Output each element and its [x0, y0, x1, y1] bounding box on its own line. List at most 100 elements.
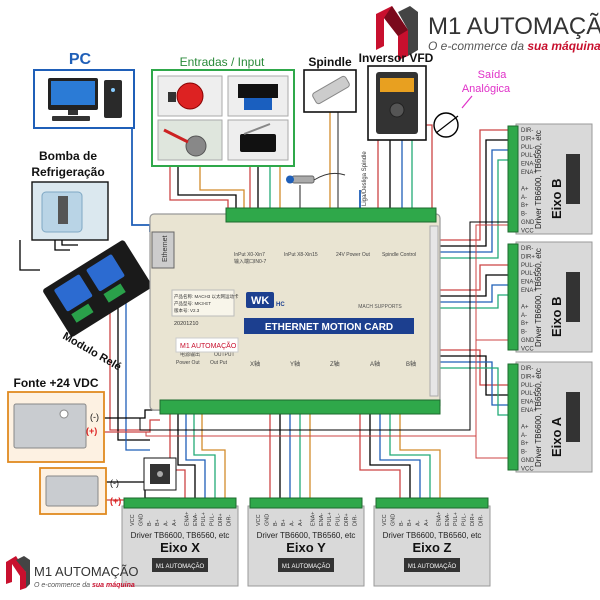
- driver-terminal-label: DIR+: [521, 136, 535, 142]
- driver-brand-plate: [404, 558, 460, 572]
- driver-model: Driver TB6600, TB6560, etc: [257, 531, 356, 540]
- driver-side-1: DIR-DIR+PUL-PUL+ENA-ENA+A+A-B+B-GNDVCCDr…: [507, 123, 593, 235]
- a-wire: [440, 367, 513, 416]
- driver-terminal-label: ENA-: [193, 513, 199, 526]
- driver-brand-plate: [152, 558, 208, 572]
- driver-body: [373, 505, 491, 587]
- gnd-rail: [139, 221, 513, 431]
- pump-motor-icon: [58, 196, 68, 224]
- info-line: 版本号: V2.3: [174, 307, 200, 314]
- optical-sensor-icon: [238, 84, 278, 98]
- psu-label: Fonte +24 VDC: [13, 376, 98, 390]
- driver-terminal-label: B+: [521, 441, 529, 447]
- driver-terminal-label: PUL+: [453, 512, 459, 526]
- limit-lever: [243, 123, 271, 135]
- psu-small-plus: (+): [110, 496, 121, 506]
- driver-terminal-strip: [249, 497, 363, 509]
- driver-brand-text: M1 AUTOMAÇÃO: [282, 563, 331, 570]
- driver-terminal-label: A+: [172, 519, 178, 526]
- driver-terminal-label: PUL-: [521, 145, 535, 151]
- driver-terminal-label: B+: [521, 321, 529, 327]
- info-line: 产品名称: MACH3 以太网运动卡: [174, 293, 239, 300]
- relay-block: [43, 240, 152, 337]
- a-wire: [440, 355, 513, 396]
- inductive-sensor-icon: [291, 175, 315, 184]
- pc-label: PC: [69, 51, 92, 68]
- x-wire: [169, 408, 186, 498]
- z-wire: [379, 408, 421, 498]
- driver-terminal-label: GND: [390, 514, 396, 526]
- axis-label: OUTPUT: [214, 352, 235, 358]
- brand-tagline: O e-commerce da sua máquina: [428, 39, 600, 53]
- input-wire: [169, 160, 229, 214]
- info-sticker: [171, 289, 235, 317]
- driver-brand-text: M1 AUTOMAÇÃO: [156, 563, 205, 570]
- vcc-rail: [475, 436, 513, 459]
- board-title: ETHERNET MOTION CARD: [265, 322, 393, 333]
- top-terminal-block: [225, 207, 437, 223]
- driver-axis-label: Eixo B: [549, 179, 564, 219]
- estop-icon: [176, 82, 204, 110]
- driver-terminal-strip: [507, 243, 519, 351]
- driver-axis-label: Eixo X: [160, 540, 200, 555]
- driver-terminal-label: DIR+: [470, 513, 476, 526]
- info-line: 产品型号: MK3-ET: [174, 300, 211, 307]
- driver-terminal-label: B-: [521, 212, 527, 218]
- driver-terminal-label: ENA+: [184, 511, 190, 526]
- vfd-label: Inversor VFD: [359, 51, 434, 65]
- driver-terminal-label: B+: [155, 519, 161, 526]
- analog-pointer: [461, 95, 473, 109]
- driver-terminal-label: B-: [147, 520, 153, 526]
- driver-terminal-label: A-: [290, 520, 296, 526]
- driver-terminal-label: GND: [521, 220, 535, 226]
- pc-block: PC: [33, 51, 135, 129]
- driver-terminal-strip: [375, 497, 489, 509]
- b2-wire: [440, 274, 513, 297]
- inputs-label: Entradas / Input: [180, 55, 265, 69]
- pump-wire: [19, 240, 40, 271]
- axis-label: A轴: [370, 360, 380, 368]
- relay-2-icon: [86, 254, 125, 292]
- relay-terminal: [71, 303, 94, 323]
- input-wire: [177, 160, 237, 214]
- driver-terminal-label: PUL-: [210, 513, 216, 526]
- driver-terminal-label: B-: [521, 450, 527, 456]
- psu-wire: [100, 419, 160, 433]
- driver-terminal-strip: [507, 125, 519, 233]
- inputs-block: Entradas / Input: [151, 55, 346, 184]
- driver-terminal-label: A-: [416, 520, 422, 526]
- analog-block: Saída Analógica: [433, 69, 511, 138]
- driver-terminal-label: B-: [399, 520, 405, 526]
- driver-terminal-label: DIR-: [521, 246, 533, 252]
- driver-terminal-label: ENA+: [436, 511, 442, 526]
- z-wire: [389, 408, 431, 498]
- relay-wire: [117, 290, 150, 441]
- brand-mark-small-dark: [16, 556, 30, 588]
- driver-terminal-label: ENA-: [521, 162, 535, 168]
- b-wire: [440, 129, 513, 241]
- mach-support: MACH SUPPORTS: [358, 304, 402, 310]
- driver-terminal-label: B+: [281, 519, 287, 526]
- relay-label: Modulo Relé: [61, 330, 124, 373]
- estop-base: [168, 92, 176, 102]
- driver-brand-plate: [566, 154, 580, 204]
- z-wire: [359, 408, 401, 498]
- driver-terminal-label: VCC: [256, 514, 262, 526]
- group-label: Out Put: [210, 360, 228, 366]
- driver-terminal-label: A+: [298, 519, 304, 526]
- driver-terminal-label: A-: [521, 195, 527, 201]
- side-drivers: DIR-DIR+PUL-PUL+ENA-ENA+A+A-B+B-GNDVCCDr…: [507, 123, 593, 473]
- monitor-stand: [68, 110, 78, 115]
- driver-terminal-label: A-: [521, 313, 527, 319]
- brand-mark-dark: [398, 6, 418, 56]
- driver-model: Driver TB6600, TB6560, etc: [534, 368, 543, 467]
- driver-terminal-label: A+: [424, 519, 430, 526]
- driver-terminal-label: VCC: [382, 514, 388, 526]
- driver-terminal-label: ENA-: [521, 280, 535, 286]
- driver-terminal-label: DIR-: [352, 515, 358, 526]
- spindle-block: Spindle: [303, 55, 357, 113]
- axis-label: Y轴: [290, 360, 300, 368]
